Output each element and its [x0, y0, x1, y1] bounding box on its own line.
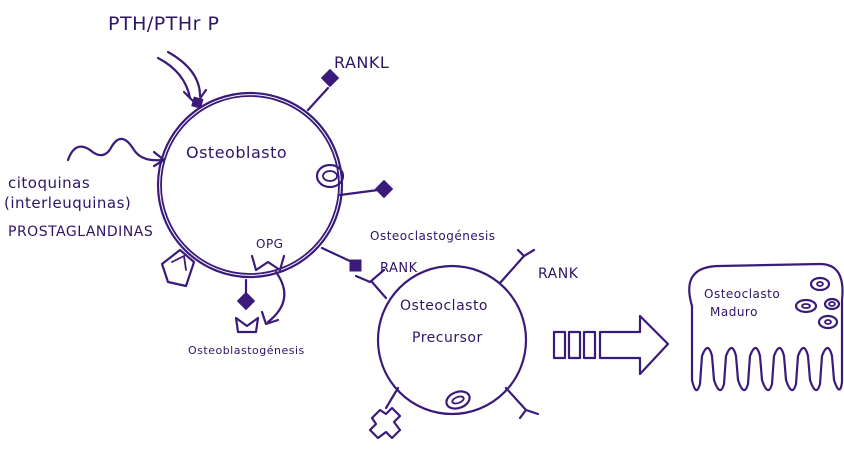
label-rank-1: RANK [380, 261, 418, 276]
pth-receptor [191, 96, 204, 109]
rank-tr-fork [516, 248, 536, 258]
mature-nucleolus-4 [824, 319, 832, 325]
precursor-nucleus [445, 390, 471, 410]
mature-osteoclast-cell [688, 262, 844, 392]
label-rankl: RANKL [334, 53, 389, 72]
mature-nucleus-3 [823, 297, 841, 311]
label-osteoclastogenesis: Osteoclastogénesis [370, 229, 496, 243]
prostaglandin-receptor [160, 248, 196, 288]
pth-arrow-shaft-2 [166, 50, 202, 98]
osteoclast-precursor-cell [376, 264, 528, 416]
opg-curved-arrow [266, 270, 286, 324]
opg-receptor-shape [250, 254, 286, 272]
rank-br-fork [518, 408, 540, 420]
arrow-head [598, 314, 670, 376]
rank-bound-receptor [354, 268, 386, 284]
label-prostaglandinas: PROSTAGLANDINAS [8, 224, 153, 240]
label-maduro-line2: Maduro [710, 305, 758, 319]
osteoblastogenesis-receptor [234, 278, 260, 334]
osteoblast-cell [156, 91, 345, 279]
osteoblast-nucleus [315, 163, 345, 189]
prostaglandin-receptor-shape [160, 248, 196, 288]
osteoblast-membrane-outer [156, 91, 344, 279]
mature-nucleus-2 [794, 298, 818, 314]
pth-arrow [156, 50, 208, 109]
label-osteoblasto: Osteoblasto [186, 143, 287, 162]
citoquinas-arrowhead [152, 150, 166, 168]
mature-nucleus-1 [809, 276, 831, 292]
osteoblastogenesis-ligand [236, 291, 256, 311]
rankl-right-ligand [374, 179, 394, 199]
citoquinas-arrow [66, 137, 166, 168]
cross-receptor-shape [368, 406, 402, 440]
label-interleuquinas: (interleuquinas) [4, 194, 131, 212]
rankl-receptor-right [338, 179, 394, 199]
citoquinas-squiggle [66, 137, 164, 162]
rankl-rank-binding [320, 246, 388, 300]
maturation-arrow [552, 314, 670, 376]
rankl-receptor-top [306, 68, 340, 112]
rankl-ligand [320, 68, 340, 88]
rank-br-stalk [504, 386, 528, 412]
mature-osteoclast-body [688, 262, 844, 392]
arrow-block-2 [567, 330, 582, 360]
label-precursor-line1: Osteoclasto [400, 298, 488, 314]
osteoblast-membrane-inner [160, 95, 340, 275]
arrow-block-3 [582, 330, 597, 360]
mature-nucleolus-3 [828, 301, 836, 307]
rankl-binding-stalk [320, 246, 354, 264]
rank-bound-stalk [370, 280, 388, 300]
mature-nucleolus-1 [816, 281, 824, 287]
rankl-bound-ligand [349, 259, 362, 272]
osteoblast-nucleolus [322, 170, 338, 182]
opg-arrowhead [260, 310, 280, 326]
mature-nucleolus-2 [801, 303, 811, 309]
rankl-stalk [306, 86, 330, 112]
precursor-cross-receptor [368, 386, 402, 440]
arrow-block-1 [552, 330, 567, 360]
rank-receptor-top-right [498, 248, 536, 285]
label-osteoblastogenesis: Osteoblastogénesis [188, 344, 305, 357]
precursor-nucleolus [451, 395, 465, 405]
rank-receptor-bottom-right [504, 386, 540, 420]
opg-group [250, 254, 286, 326]
osteoblastogenesis-cup [234, 316, 260, 334]
label-pth: PTH/PTHr P [108, 13, 219, 35]
precursor-membrane [376, 264, 528, 416]
prostaglandin-receptor-notch [171, 255, 187, 271]
label-opg: OPG [256, 237, 283, 251]
label-precursor-line2: Precursor [412, 330, 483, 346]
label-rank-2: RANK [538, 266, 579, 282]
label-citoquinas: citoquinas [8, 174, 90, 192]
rankl-right-stalk [338, 188, 380, 197]
mature-nucleus-4 [817, 314, 839, 330]
rank-tr-stalk [498, 254, 526, 285]
label-maduro-line1: Osteoclasto [704, 287, 780, 301]
cross-stalk [384, 386, 400, 410]
pth-arrow-shaft-1 [156, 56, 192, 100]
